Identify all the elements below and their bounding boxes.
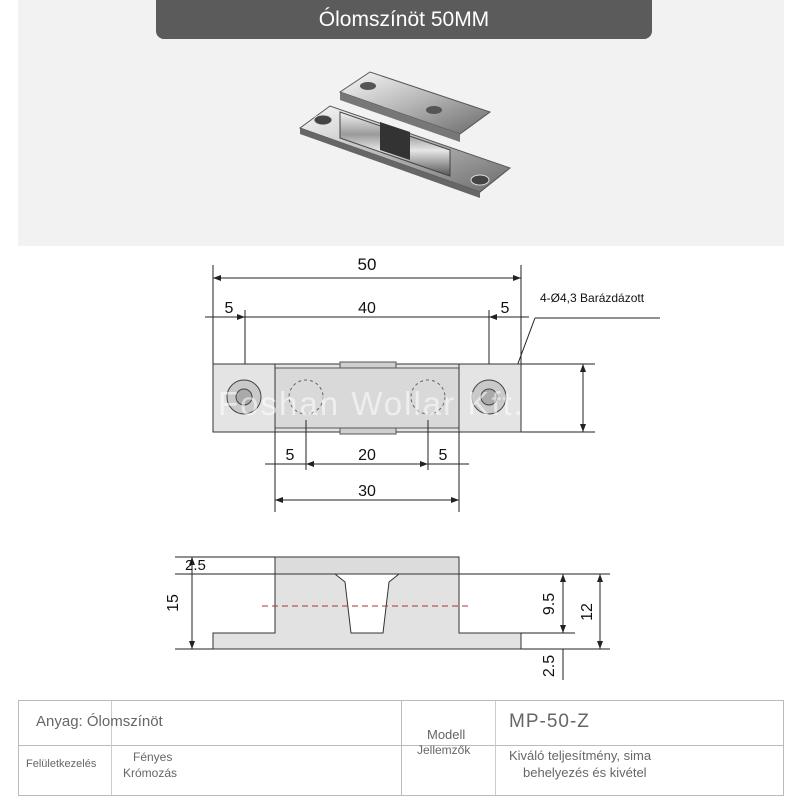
dim-edge-left: 5: [225, 300, 234, 317]
finish-value-line2: Krómozás: [123, 766, 178, 780]
dim-side-bottom: 2.5: [541, 655, 558, 677]
model-value: MP-50-Z: [509, 711, 590, 732]
dim-edge-right: 5: [501, 300, 510, 317]
dim-side-right: 12: [579, 603, 596, 621]
dim-lower-mid: 20: [358, 447, 376, 464]
dim-inner-span: 40: [358, 300, 376, 317]
dim-overall-width: 50: [358, 255, 377, 274]
features-line2: behelyezés és kivétel: [523, 765, 647, 780]
col-divider-2: [401, 701, 402, 795]
spec-table: Anyag: Ólomszínöt Felületkezelés Fényes …: [18, 700, 784, 796]
dim-side-top-thickness: 2.5: [185, 557, 206, 574]
dim-side-inner: 9.5: [541, 593, 558, 615]
dim-lower-left: 5: [286, 447, 295, 464]
dim-lower-total: 30: [358, 483, 376, 500]
watermark-text: Foshan Wollar Kft.: [218, 385, 525, 422]
dim-lower-right: 5: [439, 447, 448, 464]
features-line1: Kiváló teljesítmény, sima: [509, 748, 652, 763]
col-divider-3: [495, 701, 496, 795]
finish-label: Felületkezelés: [26, 758, 97, 770]
dim-side-height: 15: [165, 594, 182, 612]
page-title: Ólomszínöt 50MM: [156, 0, 652, 39]
technical-drawing: 50 5 40 5 4-Ø4,3 Barázdázott 5 20 5 30 2…: [165, 255, 660, 680]
model-label: Modell: [427, 727, 466, 742]
product-photo: [298, 71, 512, 198]
product-photo-area: [18, 0, 784, 246]
hole-note: 4-Ø4,3 Barázdázott: [540, 291, 645, 305]
finish-value-line1: Fényes: [133, 750, 173, 764]
col-divider-1: [111, 701, 112, 795]
material-label: Anyag: Ólomszínöt: [36, 713, 163, 730]
features-label: Jellemzők: [417, 743, 471, 757]
